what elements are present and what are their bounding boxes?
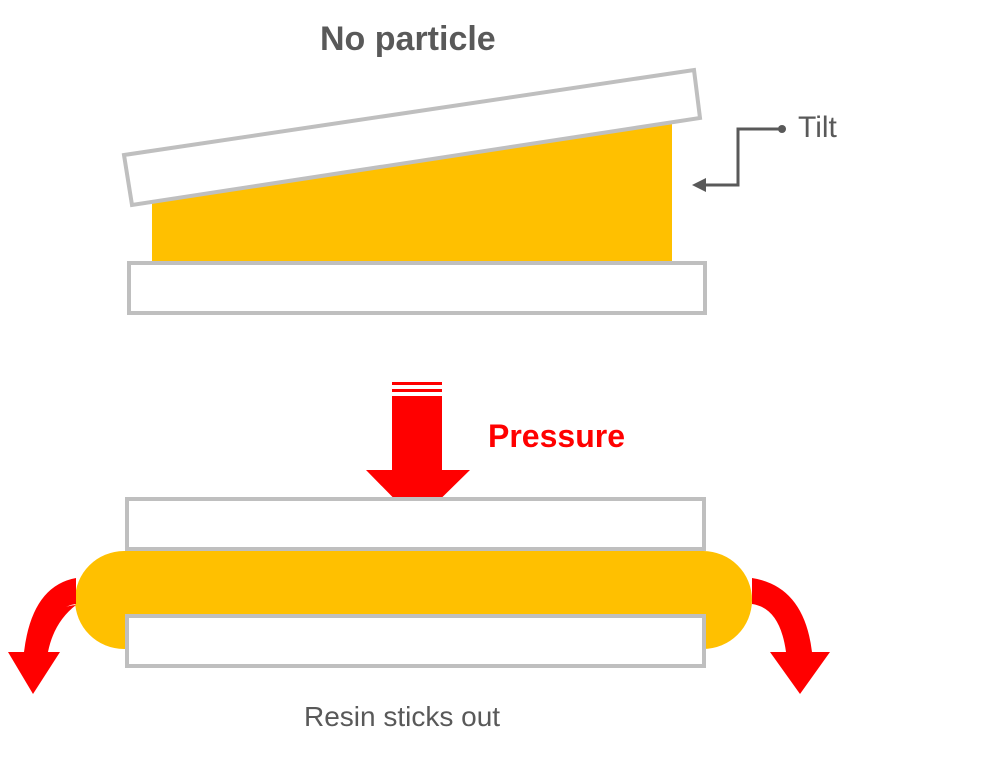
- tilted-top-plate: [121, 67, 703, 208]
- left-overflow-arrow-body: [8, 578, 76, 694]
- right-overflow-arrow-icon: [752, 578, 830, 694]
- tilt-pointer-line: [704, 127, 782, 187]
- tilt-label: Tilt: [798, 111, 837, 144]
- resin-wedge: [152, 124, 672, 263]
- tilt-arrowhead-icon: [692, 178, 706, 192]
- pressure-arrow-line-2: [392, 389, 442, 392]
- bottom-plate-top-panel: [127, 261, 707, 315]
- pressure-arrow-icon: [366, 382, 470, 522]
- pressure-arrow-shaft: [366, 396, 470, 522]
- right-overflow-arrow-body: [752, 578, 830, 694]
- top-plate-bottom-panel: [125, 497, 706, 551]
- pressure-label: Pressure: [488, 418, 625, 454]
- resin-caption: Resin sticks out: [304, 701, 501, 732]
- tilt-pointer: [692, 125, 786, 192]
- bottom-plate-bottom-panel: [125, 614, 706, 668]
- pressure-arrow-line-1: [392, 382, 442, 385]
- diagram-title: No particle: [320, 20, 496, 58]
- left-overflow-arrow-icon: [8, 578, 76, 694]
